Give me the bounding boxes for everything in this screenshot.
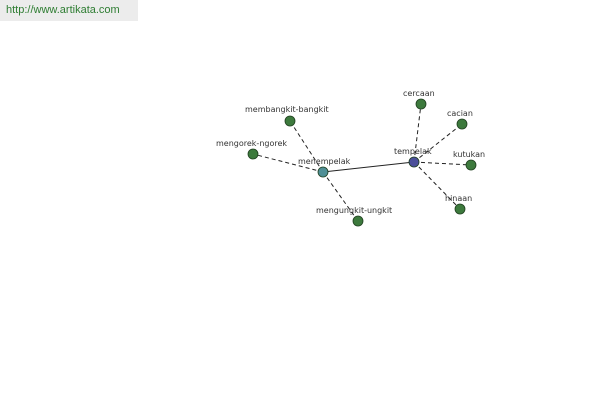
node-tempelak[interactable] xyxy=(408,156,420,168)
edge-menempelak-mengorek-ngorek xyxy=(252,153,324,173)
node-mengorek-ngorek[interactable] xyxy=(247,148,259,160)
edge-menempelak-tempelak xyxy=(322,161,415,173)
edge-tempelak-cercaan xyxy=(413,103,422,163)
node-kutukan[interactable] xyxy=(465,159,477,171)
url-bar: http://www.artikata.com xyxy=(0,0,138,21)
edge-menempelak-membangkit-bangkit xyxy=(289,120,324,173)
node-label-mengorek-ngorek[interactable]: mengorek-ngorek xyxy=(216,139,287,148)
node-label-hinaan[interactable]: hinaan xyxy=(445,194,472,203)
node-cacian[interactable] xyxy=(456,118,468,130)
node-menempelak[interactable] xyxy=(317,166,329,178)
edge-tempelak-kutukan xyxy=(413,161,472,166)
edge-tempelak-cacian xyxy=(413,123,463,163)
node-label-kutukan[interactable]: kutukan xyxy=(453,150,485,159)
node-mengungkit-ungkit[interactable] xyxy=(352,215,364,227)
node-label-membangkit-bangkit[interactable]: membangkit-bangkit xyxy=(245,105,329,114)
site-url-link[interactable]: http://www.artikata.com xyxy=(6,4,120,16)
node-label-menempelak[interactable]: menempelak xyxy=(298,157,351,166)
node-label-cacian[interactable]: cacian xyxy=(447,109,473,118)
edge-menempelak-mengungkit-ungkit xyxy=(322,171,359,222)
node-label-mengungkit-ungkit[interactable]: mengungkit-ungkit xyxy=(316,206,392,215)
node-label-tempelak[interactable]: tempelak xyxy=(394,147,432,156)
node-cercaan[interactable] xyxy=(415,98,427,110)
edge-tempelak-hinaan xyxy=(413,161,461,210)
node-hinaan[interactable] xyxy=(454,203,466,215)
node-label-cercaan[interactable]: cercaan xyxy=(403,89,435,98)
node-membangkit-bangkit[interactable] xyxy=(284,115,296,127)
